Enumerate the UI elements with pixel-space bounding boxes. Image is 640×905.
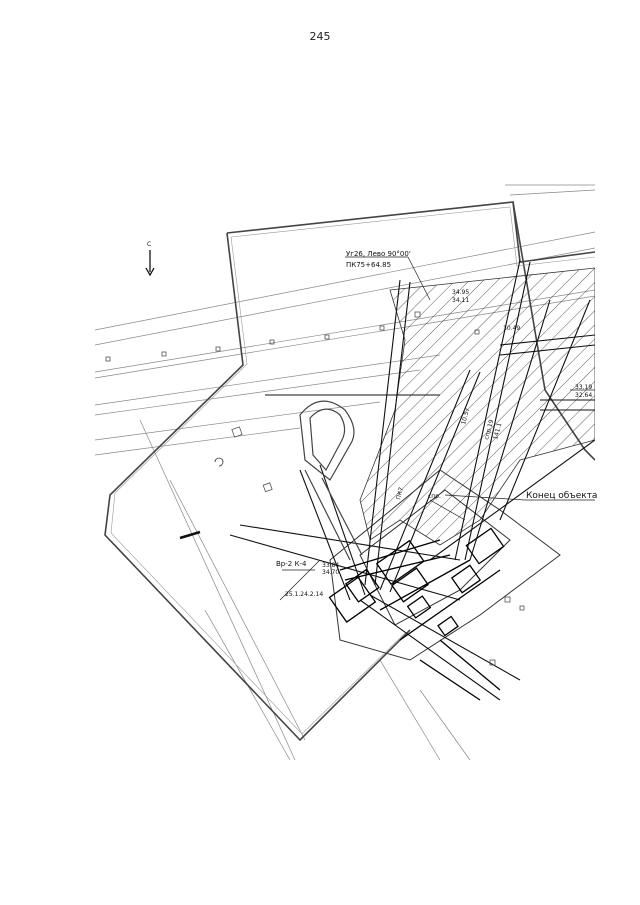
flow-label: 141.1 <box>492 422 503 441</box>
spr-label: спр. <box>428 493 441 500</box>
elevation-label: 33.84 <box>322 562 339 569</box>
page-number: 245 <box>309 30 331 43</box>
elevation-label: 34.70 <box>322 569 339 576</box>
north-label: С <box>147 241 151 248</box>
end-of-object-label: Конец объекта <box>526 491 597 501</box>
code-label: 25.1.24.2.14 <box>285 591 323 598</box>
station-label: ПК75+64.85 <box>346 261 391 269</box>
elevation-label: 32.64 <box>575 392 592 399</box>
corner-label: Уг26, Лево 90°00' <box>346 250 411 258</box>
flow-label: 10.49 <box>503 325 520 332</box>
elevation-label: 33.19 <box>575 384 592 391</box>
flow-label: 10.57 <box>460 407 471 426</box>
pk-label: ПК7 <box>395 486 405 500</box>
elevation-label: 34.11 <box>452 297 469 304</box>
elevation-label: 34.95 <box>452 289 469 296</box>
well-label: Вр-2 К-4 <box>276 560 307 568</box>
